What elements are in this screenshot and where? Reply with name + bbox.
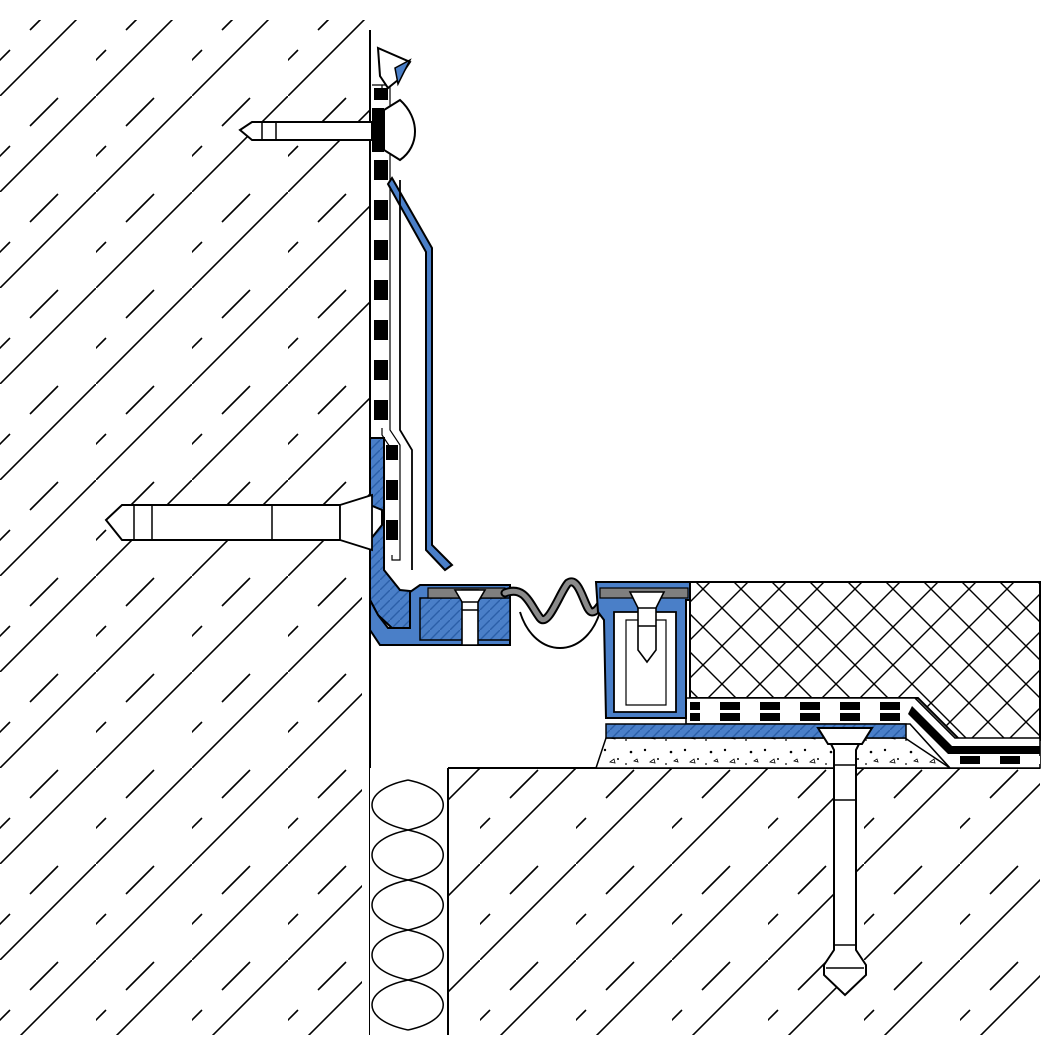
profile-screw-left	[453, 589, 487, 646]
mortar-bed	[594, 737, 953, 769]
floor-anchor	[816, 727, 874, 997]
upper-wall-screw	[238, 98, 416, 162]
profile-screw-right	[628, 591, 666, 664]
waterproofing-membrane-vertical	[372, 84, 401, 561]
lower-wall-anchor	[104, 493, 383, 552]
floor-concrete	[448, 767, 1040, 1035]
insulation-layer	[370, 768, 449, 1035]
